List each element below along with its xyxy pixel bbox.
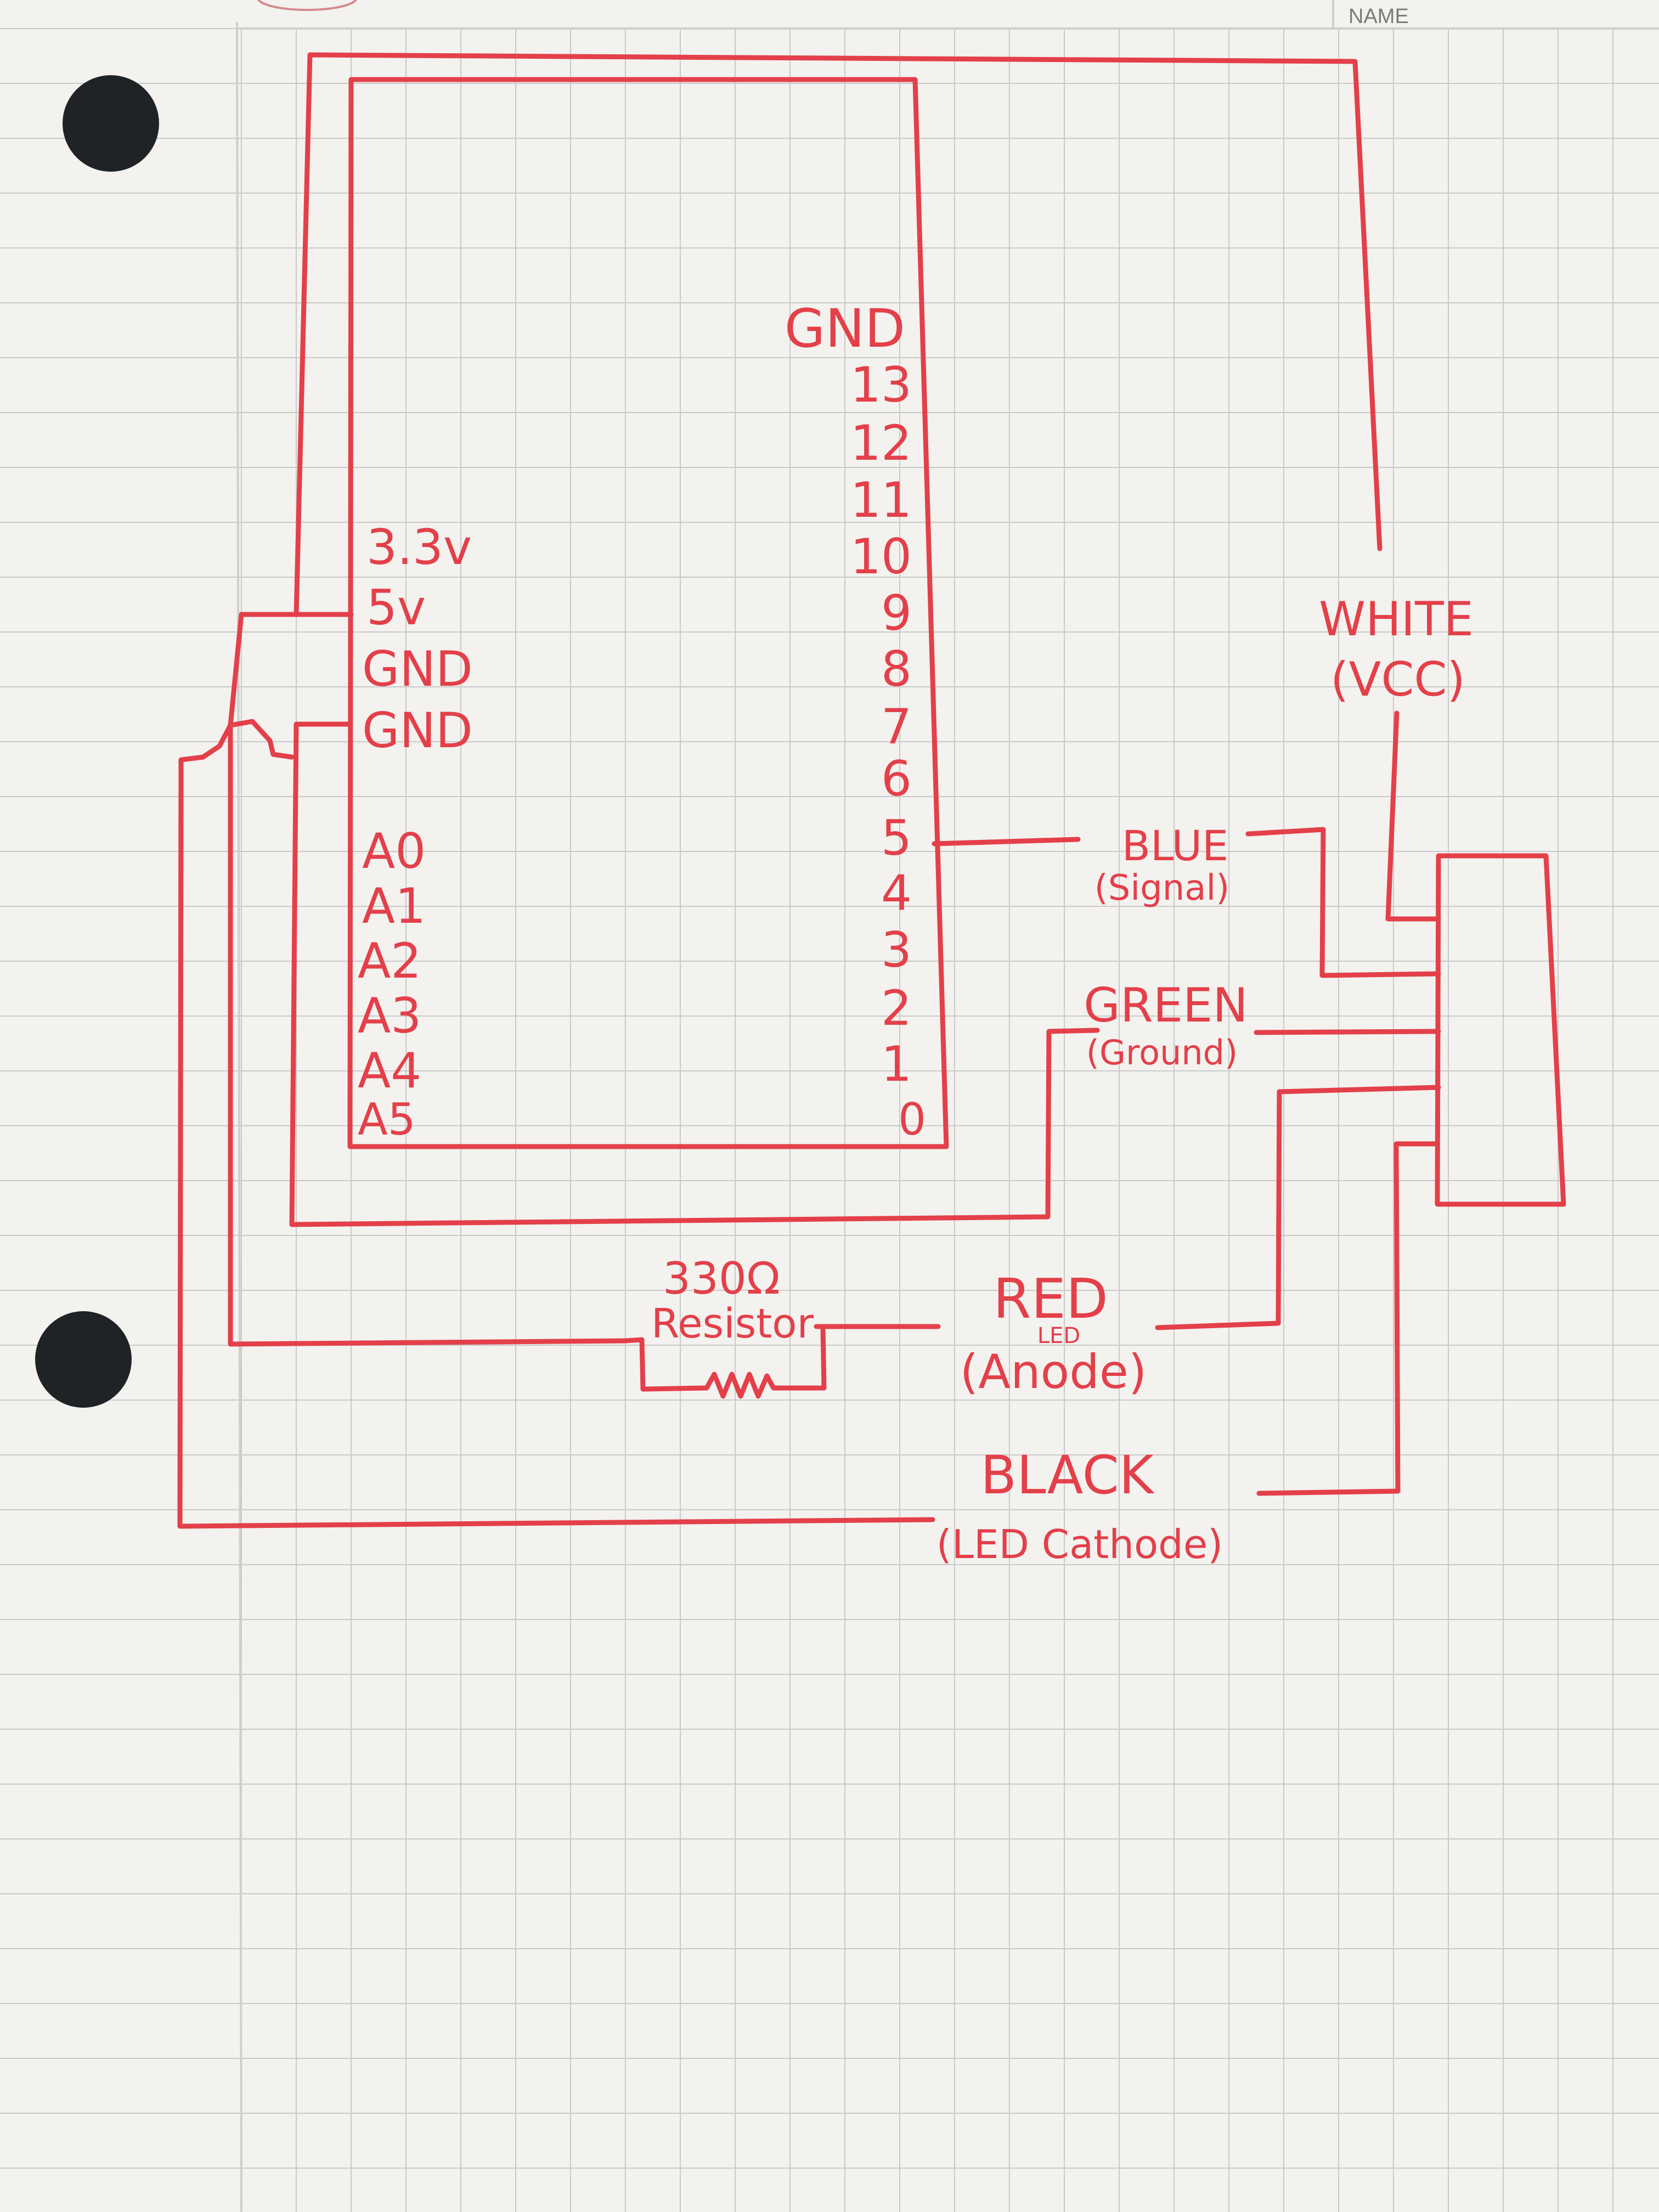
wire-label-black-sub: (LED Cathode): [936, 1521, 1223, 1567]
pin-label-gnd-2: GND: [362, 702, 473, 759]
wire-label-red: RED: [993, 1267, 1108, 1331]
left-pin-labels: 3.3v 5v GND GND A0 A1 A2 A3 A4 A5: [358, 519, 473, 1145]
pin-label-a4: A4: [358, 1042, 421, 1099]
wire-black-outer: [177, 754, 935, 1529]
resistor-label: Resistor: [651, 1300, 814, 1347]
right-pin-labels: GND 13 12 11 10 9 8 7 6 5 4 3 2 1 0: [785, 298, 926, 1145]
pin-label-a3: A3: [358, 988, 421, 1044]
resistor-symbol: [623, 1325, 827, 1399]
wire-label-white-sub: (VCC): [1330, 652, 1465, 707]
header-name-label: NAME: [1348, 5, 1409, 28]
binder-hole-bottom: [35, 1311, 132, 1408]
pin-label-gnd-top: GND: [785, 298, 905, 359]
logo-mark: [257, 0, 357, 11]
pin-label-10: 10: [850, 528, 912, 585]
wire-label-blue: BLUE: [1122, 821, 1228, 870]
wire-label-black: BLACK: [980, 1444, 1155, 1506]
pin-label-a0: A0: [362, 823, 426, 879]
wire-red-left: [228, 723, 628, 1347]
microcontroller-board: [347, 77, 949, 1149]
margin-line: [236, 21, 242, 2212]
pin-label-3v3: 3.3v: [366, 519, 472, 575]
pin-label-a5: A5: [358, 1094, 416, 1145]
wire-red-anode: [1155, 1085, 1441, 1330]
wire-label-red-sub: (Anode): [960, 1345, 1147, 1400]
wire-label-red-note: LED: [1037, 1323, 1080, 1348]
binder-hole-top: [63, 75, 159, 172]
pin-label-gnd-1: GND: [362, 641, 473, 697]
wire-label-green-sub: (Ground): [1086, 1032, 1238, 1073]
pin-label-5v: 5v: [366, 579, 426, 636]
wire-label-green: GREEN: [1084, 978, 1248, 1033]
pin-label-a1: A1: [362, 878, 426, 934]
wire-label-blue-sub: (Signal): [1094, 868, 1230, 909]
pin-label-9: 9: [881, 585, 912, 641]
pin-label-2: 2: [881, 980, 912, 1036]
wire-gnd-hump: [200, 719, 295, 760]
wire-white-to-connector: [1385, 710, 1441, 922]
pin-label-5: 5: [881, 810, 912, 866]
pin-label-3: 3: [881, 922, 912, 978]
pin-label-0: 0: [898, 1094, 926, 1145]
wire-label-white: WHITE: [1319, 592, 1474, 647]
pin-label-4: 4: [881, 865, 912, 921]
wire-gnd-loop: [289, 721, 1100, 1227]
pin-label-7: 7: [881, 698, 912, 755]
wire-black-cathode: [1256, 1141, 1440, 1496]
pin-label-6: 6: [881, 751, 912, 807]
pin-label-8: 8: [881, 641, 912, 697]
pin-label-1: 1: [881, 1036, 912, 1092]
pin-label-12: 12: [850, 415, 912, 471]
wire-blue-to-connector: [1245, 827, 1441, 978]
wire-green-ground: [1254, 1029, 1441, 1035]
resistor-value-label: 330Ω: [663, 1253, 780, 1304]
pin-label-13: 13: [850, 357, 912, 413]
wire-5v-lead: [228, 612, 354, 728]
pin-label-11: 11: [850, 472, 912, 528]
pin-label-a2: A2: [358, 933, 421, 989]
wire-blue-signal: [932, 837, 1081, 847]
